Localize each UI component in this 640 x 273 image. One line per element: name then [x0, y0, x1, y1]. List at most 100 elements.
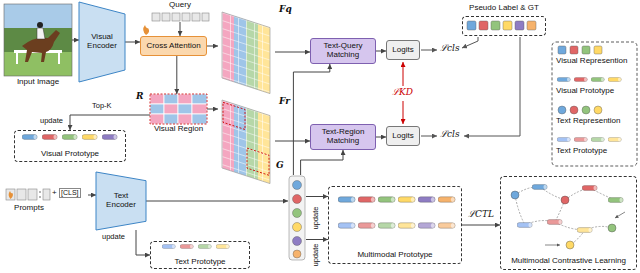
node-text: R — [136, 92, 143, 102]
arrow-connector — [275, 52, 310, 53]
prompt-tokens: +[CLS]Prompts — [4, 188, 88, 202]
legend-text: Text Prototype — [556, 146, 607, 155]
label-squares — [467, 21, 536, 30]
node-text: Pseudo Label & GT — [453, 4, 555, 13]
arrow-connector — [180, 22, 181, 36]
text-holder: Visual Encoder — [79, 2, 125, 82]
node-text: + — [52, 189, 57, 198]
text-holder: Logits — [387, 127, 419, 145]
visual-prototype-box: Visual Prototype — [14, 130, 126, 162]
node-text: Text-Query Matching — [313, 42, 373, 60]
prompt-token-row — [6, 189, 50, 200]
prototype-row — [162, 244, 229, 248]
contrastive-learning-box: Multimodal Contrastive Learning — [500, 176, 637, 270]
text-query-matching: Text-Query Matching — [310, 38, 376, 64]
node-text: [CLS] — [59, 188, 81, 198]
legend-text: Visual Represention — [556, 56, 627, 65]
legend-text: Visual Prototype — [556, 86, 614, 95]
annotation: update — [102, 233, 125, 241]
legend-entry: Visual Prototype — [556, 87, 614, 96]
node-text: Fr — [279, 97, 290, 107]
feature-map — [222, 100, 270, 184]
loss-term: ℒKD — [392, 88, 413, 98]
arrow-connector — [146, 201, 288, 202]
text-holder: Cross Attention — [141, 37, 206, 55]
visual-encoder: Visual Encoder — [79, 2, 125, 82]
arrow-connector — [207, 46, 218, 47]
text-representation-column — [289, 176, 305, 260]
arrow-connector — [306, 239, 328, 240]
node-text: Text-Region Matching — [313, 128, 373, 146]
annotation: Top-K — [92, 102, 112, 110]
arrow-connector — [293, 64, 329, 175]
arrow-connector — [88, 195, 96, 196]
legend-text: Text Represention — [556, 116, 620, 125]
loss-term: ℒcls — [440, 44, 460, 54]
visual-region: RVisual Region — [150, 94, 207, 124]
trainable-icon — [143, 25, 149, 35]
node-text: Multimodal Contrastive Learning — [501, 257, 636, 266]
text-prototype-box: Text Prototype — [150, 241, 250, 269]
node-text: Fq — [279, 5, 292, 15]
pseudo-label-box: Pseudo Label & GT — [462, 16, 546, 36]
text-holder: Text-Region Matching — [311, 125, 375, 149]
node-text: Text Prototype — [151, 258, 249, 267]
arrow-connector — [125, 42, 140, 43]
arrow-connector — [376, 137, 386, 138]
node-text: Cross Attention — [146, 42, 200, 51]
text-region-matching: Text-Region Matching — [310, 124, 376, 150]
arrow-connector — [207, 109, 218, 110]
trainable-icon — [9, 191, 13, 199]
query-token-row — [152, 13, 209, 21]
arrow-connector — [275, 141, 310, 142]
text-holder: Text Encoder — [96, 172, 146, 230]
arrow-connector — [301, 150, 343, 175]
multimodal-prototype-box: Multimodal Prototype — [328, 186, 462, 264]
legend-entry: Visual Represention — [556, 57, 627, 66]
legend-entry: Text Prototype — [556, 147, 607, 156]
arrow-connector — [462, 225, 500, 226]
node-text: Logits — [392, 46, 413, 55]
annotation: update — [312, 244, 320, 267]
arrow-connector — [376, 51, 386, 52]
annotation: update — [40, 117, 63, 125]
arrow-connector — [306, 196, 328, 197]
text-holder: Logits — [387, 41, 419, 59]
query-tokens: Query — [150, 12, 210, 22]
node-text: Visual Encoder — [81, 33, 123, 51]
input-photo — [4, 4, 72, 76]
node-text: Prompts — [4, 204, 54, 213]
text-holder: Text-Query Matching — [311, 39, 375, 63]
node-text: G — [276, 161, 284, 171]
arrow-connector — [70, 115, 150, 130]
node-text: Visual Region — [140, 125, 217, 134]
logits-box: Logits — [386, 40, 420, 60]
logits-box: Logits — [386, 126, 420, 146]
prototype-row — [22, 135, 117, 140]
loss-term: ℒcls — [440, 130, 460, 140]
text-features: G — [288, 175, 306, 261]
legend-entry: Text Represention — [556, 117, 620, 126]
input-image: Input Image — [4, 4, 72, 76]
legend-box — [552, 42, 637, 166]
arrow-connector — [72, 40, 79, 41]
annotation: update — [312, 207, 320, 230]
text-encoder: Text Encoder — [96, 172, 146, 230]
contrastive-graph — [511, 185, 625, 249]
node-text: Multimodal Prototype — [329, 251, 461, 260]
query-features: Fq — [218, 10, 275, 94]
node-text: Logits — [392, 132, 413, 141]
region-features: Fr — [218, 98, 275, 184]
node-text: Query — [150, 1, 210, 10]
arrow-connector — [136, 230, 150, 255]
node-text: Visual Prototype — [15, 150, 125, 159]
loss-arrow — [421, 37, 520, 136]
prototype-row — [338, 197, 455, 228]
cross-attention: Cross Attention — [140, 36, 207, 56]
region-grid — [150, 94, 207, 124]
arrow-connector — [176, 56, 177, 94]
node-text: Input Image — [0, 78, 76, 87]
feature-map — [222, 12, 270, 94]
node-text: Text Encoder — [98, 192, 144, 210]
